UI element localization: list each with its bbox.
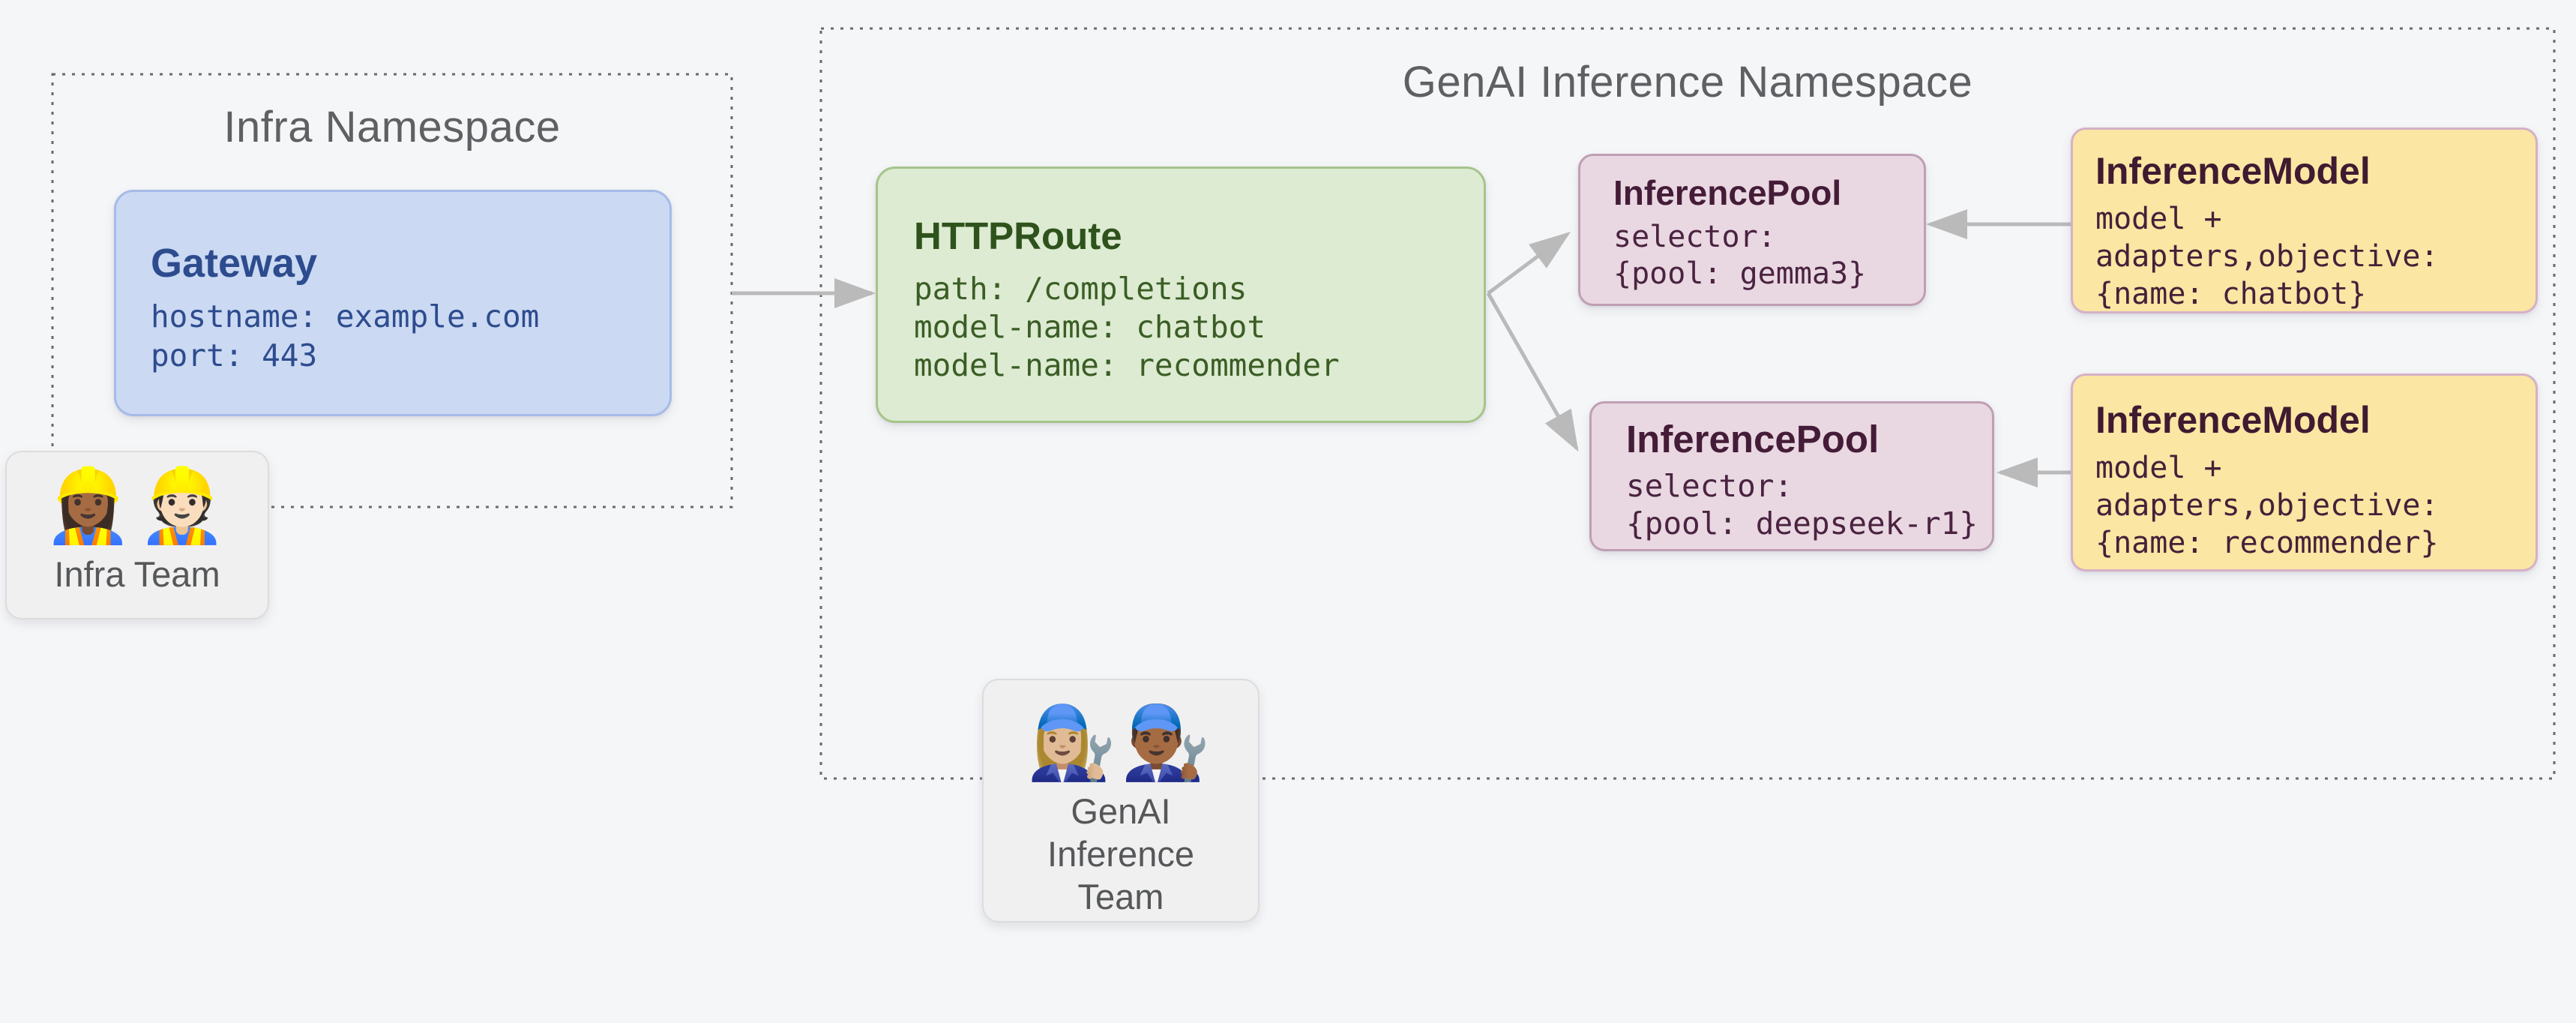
gateway-code: hostname: example.com port: 443	[151, 297, 647, 375]
inference-pool-gemma-title: InferencePool	[1613, 173, 1842, 212]
code-line: hostname: example.com	[151, 298, 540, 334]
inference-model-chatbot-node: InferenceModel model +adapters,objective…	[2071, 128, 2538, 314]
inference-model-chatbot-title: InferenceModel	[2095, 150, 2371, 192]
inference-model-recommender-code: model +adapters,objective:{name: recomme…	[2095, 449, 2525, 562]
inference-model-recommender-title: InferenceModel	[2095, 399, 2371, 441]
construction-workers-icon: 👷🏾‍♀️👷🏻	[43, 464, 232, 548]
code-line: selector:	[1626, 468, 1793, 504]
infra-team-card: 👷🏾‍♀️👷🏻 Infra Team	[5, 451, 269, 620]
code-line: model-name: chatbot	[914, 309, 1266, 345]
inference-pool-deepseek-title: InferencePool	[1626, 418, 1880, 460]
genai-namespace-border	[819, 27, 2556, 780]
inference-pool-gemma-code: selector:{pool: gemma3}	[1613, 219, 1912, 292]
gateway-node: Gateway hostname: example.com port: 443	[114, 190, 672, 416]
code-line: adapters,objective:	[2095, 488, 2439, 523]
mechanics-icon: 👩🏼‍🔧👨🏾‍🔧	[1026, 700, 1215, 784]
code-line: {pool: deepseek-r1}	[1626, 506, 1978, 542]
genai-namespace-title: GenAI Inference Namespace	[1402, 58, 1973, 106]
code-line: adapters,objective:	[2095, 239, 2439, 274]
code-line: selector:	[1613, 220, 1776, 254]
infra-team-label: Infra Team	[54, 554, 220, 594]
inference-model-recommender-node: InferenceModel model +adapters,objective…	[2071, 374, 2538, 572]
inference-pool-deepseek-node: InferencePool selector:{pool: deepseek-r…	[1589, 401, 1994, 551]
code-line: path: /completions	[914, 271, 1248, 307]
code-line: model-name: recommender	[914, 347, 1340, 383]
inference-pool-gemma-node: InferencePool selector:{pool: gemma3}	[1578, 154, 1926, 306]
code-line: port: 443	[151, 338, 318, 374]
inference-model-chatbot-code: model +adapters,objective:{name: chatbot…	[2095, 200, 2525, 313]
code-line: model +	[2095, 202, 2222, 236]
inference-pool-deepseek-code: selector:{pool: deepseek-r1}	[1626, 467, 1981, 542]
arrow-httproute-to-pool-gemma	[1487, 232, 1571, 296]
arrow-httproute-to-pool-deepseek	[1486, 292, 1579, 452]
infra-namespace-title: Infra Namespace	[223, 103, 561, 152]
code-line: {pool: gemma3}	[1613, 256, 1867, 291]
genai-inference-team-label: GenAI Inference Team	[1047, 791, 1194, 916]
code-line: model +	[2095, 451, 2222, 485]
gateway-title: Gateway	[151, 241, 318, 286]
httproute-title: HTTPRoute	[914, 214, 1122, 257]
genai-inference-team-card: 👩🏼‍🔧👨🏾‍🔧 GenAI Inference Team	[982, 679, 1260, 922]
code-line: {name: chatbot}	[2095, 277, 2367, 311]
code-line: {name: recommender}	[2095, 526, 2439, 560]
